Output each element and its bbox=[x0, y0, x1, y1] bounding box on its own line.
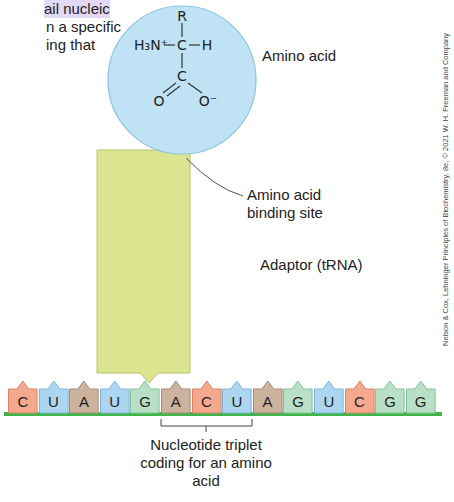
base-letter: U bbox=[232, 393, 243, 410]
base-letter: A bbox=[79, 393, 89, 410]
credit-line: Nelson & Cox, Lehninger Principles of Bi… bbox=[441, 33, 450, 346]
circle-shape bbox=[108, 6, 256, 154]
bracket-label: Nucleotide triplet coding for an amino a… bbox=[136, 436, 276, 490]
nucleotide-shape bbox=[284, 381, 313, 413]
nucleotide: U bbox=[100, 380, 130, 413]
base-letter: G bbox=[415, 393, 427, 410]
chemical-bond bbox=[163, 83, 176, 93]
chemical-bond bbox=[181, 23, 182, 37]
nucleotide-shape bbox=[70, 381, 99, 413]
nucleotide-shape bbox=[223, 381, 252, 413]
base-letter: C bbox=[201, 393, 212, 410]
nucleotide: G bbox=[283, 380, 313, 413]
part-label: Amino acid bbox=[262, 47, 336, 65]
base-letter: C bbox=[17, 393, 28, 410]
structure-label: C bbox=[177, 37, 187, 53]
base-letter: G bbox=[139, 393, 151, 410]
base-letter: G bbox=[292, 393, 304, 410]
chemical-bond bbox=[181, 53, 182, 68]
nucleotide: G bbox=[375, 380, 405, 413]
nucleotide-shape bbox=[162, 381, 191, 413]
nucleotide-shape bbox=[100, 381, 129, 413]
base-letter: A bbox=[171, 393, 181, 410]
cropped-text: ing that bbox=[46, 36, 95, 54]
nucleotide: U bbox=[39, 380, 69, 413]
chemical-bond bbox=[167, 86, 180, 96]
chemical-bond bbox=[188, 83, 202, 93]
amino-acid-circle: RH₃N⁺CHCOO⁻ bbox=[107, 5, 257, 155]
chemical-bond bbox=[189, 44, 200, 45]
nucleotide-shape bbox=[39, 381, 68, 413]
base-letter: C bbox=[354, 393, 365, 410]
nucleotide: C bbox=[345, 380, 375, 413]
base-letter: U bbox=[48, 393, 59, 410]
nucleotide: A bbox=[253, 380, 283, 413]
nucleotide-shape bbox=[376, 381, 405, 413]
nucleotide: G bbox=[130, 380, 160, 413]
nucleotide: C bbox=[8, 380, 38, 413]
base-letter: G bbox=[384, 393, 396, 410]
cropped-text: ail nucleic bbox=[44, 0, 110, 18]
nucleotide-shape bbox=[192, 381, 221, 413]
nucleotide: G bbox=[406, 380, 436, 413]
nucleotide-shape bbox=[131, 381, 160, 413]
nucleotide-shape bbox=[406, 381, 435, 413]
nucleotide: C bbox=[192, 380, 222, 413]
structure-label: R bbox=[177, 8, 187, 24]
cropped-text: n a specific bbox=[46, 18, 121, 36]
nucleotide: A bbox=[161, 380, 191, 413]
base-letter: U bbox=[109, 393, 120, 410]
codon-bracket bbox=[161, 419, 252, 432]
structure-label: O⁻ bbox=[199, 93, 217, 109]
nucleotide-shape bbox=[315, 381, 344, 413]
base-letter: A bbox=[263, 393, 273, 410]
nucleotide: U bbox=[314, 380, 344, 413]
structure-label: C bbox=[177, 68, 187, 84]
part-label: Adaptor (tRNA) bbox=[260, 256, 363, 274]
trna-adaptor bbox=[97, 150, 190, 383]
part-label: Amino acid binding site bbox=[247, 186, 357, 222]
nucleotide: A bbox=[69, 380, 99, 413]
structure-label: H bbox=[202, 37, 213, 53]
nucleotide-shape bbox=[345, 381, 374, 413]
nucleotide: U bbox=[222, 380, 252, 413]
nucleotide-shape bbox=[253, 381, 282, 413]
structure-label: O bbox=[153, 93, 164, 109]
nucleotide-shape bbox=[9, 381, 38, 413]
structure-label: H₃N⁺ bbox=[134, 37, 168, 53]
leader-line bbox=[186, 158, 243, 196]
base-letter: U bbox=[323, 393, 334, 410]
